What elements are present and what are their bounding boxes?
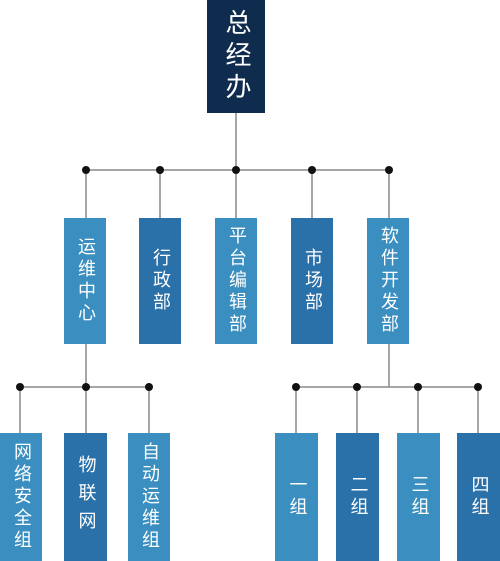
node-marketing-dept: 市场部 [291,218,333,344]
node-team-four: 四组 [457,433,500,561]
node-admin-dept: 行政部 [139,218,181,344]
node-iot-team: 物联网 [64,433,107,561]
node-label: 运维中心 [75,237,96,325]
node-label: 二组 [347,475,369,519]
node-network-security-team: 网络安全组 [0,433,42,561]
junction-dot [308,166,316,174]
node-label: 行政部 [150,248,171,314]
node-team-two: 二组 [336,433,379,561]
node-ops-center: 运维中心 [64,218,106,344]
node-label: 物联网 [75,455,97,539]
junction-dot [145,383,153,391]
junction-dot [292,383,300,391]
node-team-three: 三组 [397,433,440,561]
node-label: 一组 [286,475,308,519]
node-general-office: 总经办 [207,0,265,113]
node-auto-ops-team: 自动运维组 [128,433,170,561]
node-label: 软件开发部 [378,226,399,336]
junction-dot [156,166,164,174]
node-label: 市场部 [302,248,323,314]
node-label: 网络安全组 [11,442,32,552]
node-team-one: 一组 [275,433,318,561]
node-label: 自动运维组 [139,442,160,552]
junction-dot [474,383,482,391]
junction-dot [16,383,24,391]
node-label: 四组 [468,475,490,519]
junction-dot [385,166,393,174]
node-label: 平台编辑部 [226,226,247,336]
node-label: 总经办 [221,8,251,105]
junction-dot [82,383,90,391]
junction-dot [82,166,90,174]
junction-dot [232,166,240,174]
node-platform-editorial: 平台编辑部 [215,218,257,344]
node-label: 三组 [408,475,430,519]
node-software-dev: 软件开发部 [367,218,409,344]
junction-dot [414,383,422,391]
junction-dot [353,383,361,391]
